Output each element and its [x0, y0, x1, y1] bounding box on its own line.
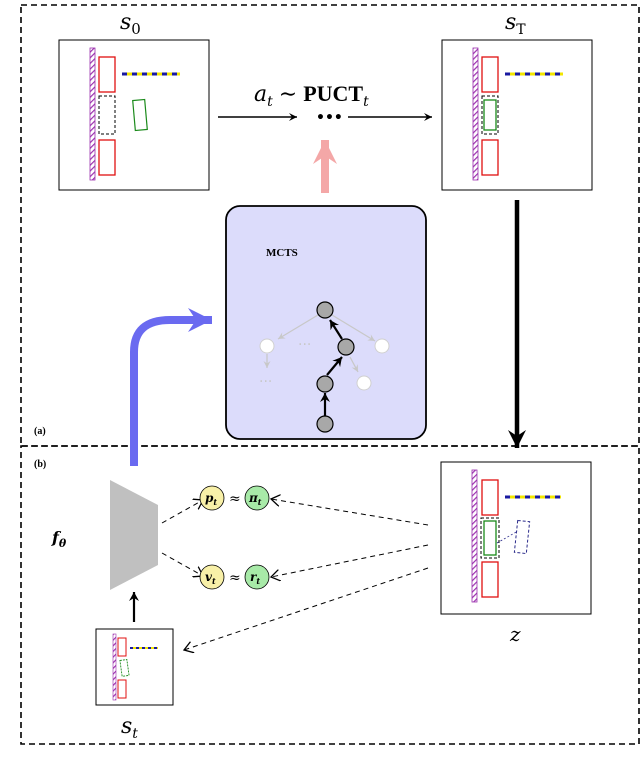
value-prediction-node [199, 564, 225, 590]
tree-edge-faded [277, 314, 319, 340]
slot-middle [481, 95, 499, 135]
block-green-inserted [483, 520, 497, 556]
slot-top [481, 479, 499, 516]
wall [112, 633, 117, 701]
slot-bottom [481, 139, 499, 176]
action-ellipsis: ••• [316, 110, 343, 126]
state-sT-box [441, 39, 593, 191]
state-st [95, 628, 174, 706]
tree-edge-active [329, 319, 343, 340]
state-st-box [95, 628, 174, 706]
tree-ellipsis-faded: ··· [259, 374, 272, 390]
network-trapezoid [110, 480, 158, 590]
tree-node-faded [259, 338, 275, 354]
state-sT-label: sT [505, 10, 526, 38]
wall [472, 47, 479, 181]
slot-bottom [98, 139, 116, 176]
edge-z-to-st [184, 567, 429, 650]
state-s0-label: s0 [120, 10, 141, 38]
action-label: at∼PUCTt [254, 81, 369, 110]
slot-bottom [481, 561, 499, 598]
network-label: fθ [51, 528, 67, 550]
panel-b-label: (b) [34, 459, 46, 470]
panel-b-frame [20, 445, 640, 745]
policy-prediction-node [199, 485, 225, 511]
tree-node-active [337, 338, 355, 356]
tree-edge-faded [349, 356, 359, 373]
tree-edge-active [326, 356, 343, 376]
edge-z-to-policy-target [271, 499, 429, 526]
policy-target-label: πt [248, 491, 262, 507]
value-target-node [244, 564, 270, 590]
mcts-box [225, 205, 427, 440]
slot-empty-middle [98, 95, 116, 135]
policy-prediction-label: pt [205, 491, 217, 507]
value-prediction-label: vt [205, 570, 216, 586]
slot-bottom [117, 679, 127, 699]
block-green [119, 659, 130, 677]
mcts-panel: MCTS ··· ··· [225, 205, 427, 440]
block-green [132, 98, 148, 132]
edge-z-to-value-target [271, 544, 429, 577]
tree-node-active [316, 375, 334, 393]
ghost-link [496, 530, 519, 544]
slot-top [98, 56, 116, 93]
state-st-label: st [121, 714, 138, 742]
edge-network-to-policy [161, 500, 203, 524]
tree-node-root [316, 301, 334, 319]
arrow-network-to-mcts [130, 308, 212, 466]
state-sT: sT [441, 10, 593, 191]
value-target-label: rt [250, 570, 260, 586]
outcome-label: z [509, 622, 521, 646]
slot-top [117, 637, 127, 657]
wall [89, 47, 96, 181]
mcts-title: MCTS [266, 247, 298, 259]
tree-node-faded [374, 338, 390, 354]
tree-edge-faded [331, 314, 376, 342]
slot-top [481, 56, 499, 93]
policy-target-node [244, 485, 270, 511]
block-green-inserted [483, 99, 497, 131]
policy-approx: ≈ [229, 491, 241, 507]
block-ghost [513, 519, 531, 555]
edge-network-to-value [161, 552, 203, 576]
value-approx: ≈ [229, 570, 241, 586]
panel-a-label: (a) [34, 426, 46, 437]
tree-node-faded [356, 375, 372, 391]
tree-node-leaf [316, 415, 334, 433]
wall [471, 469, 478, 603]
state-s0: s0 [58, 10, 210, 191]
slot-middle [480, 517, 500, 559]
tree-ellipsis-faded: ··· [298, 337, 311, 353]
state-z [440, 461, 592, 615]
